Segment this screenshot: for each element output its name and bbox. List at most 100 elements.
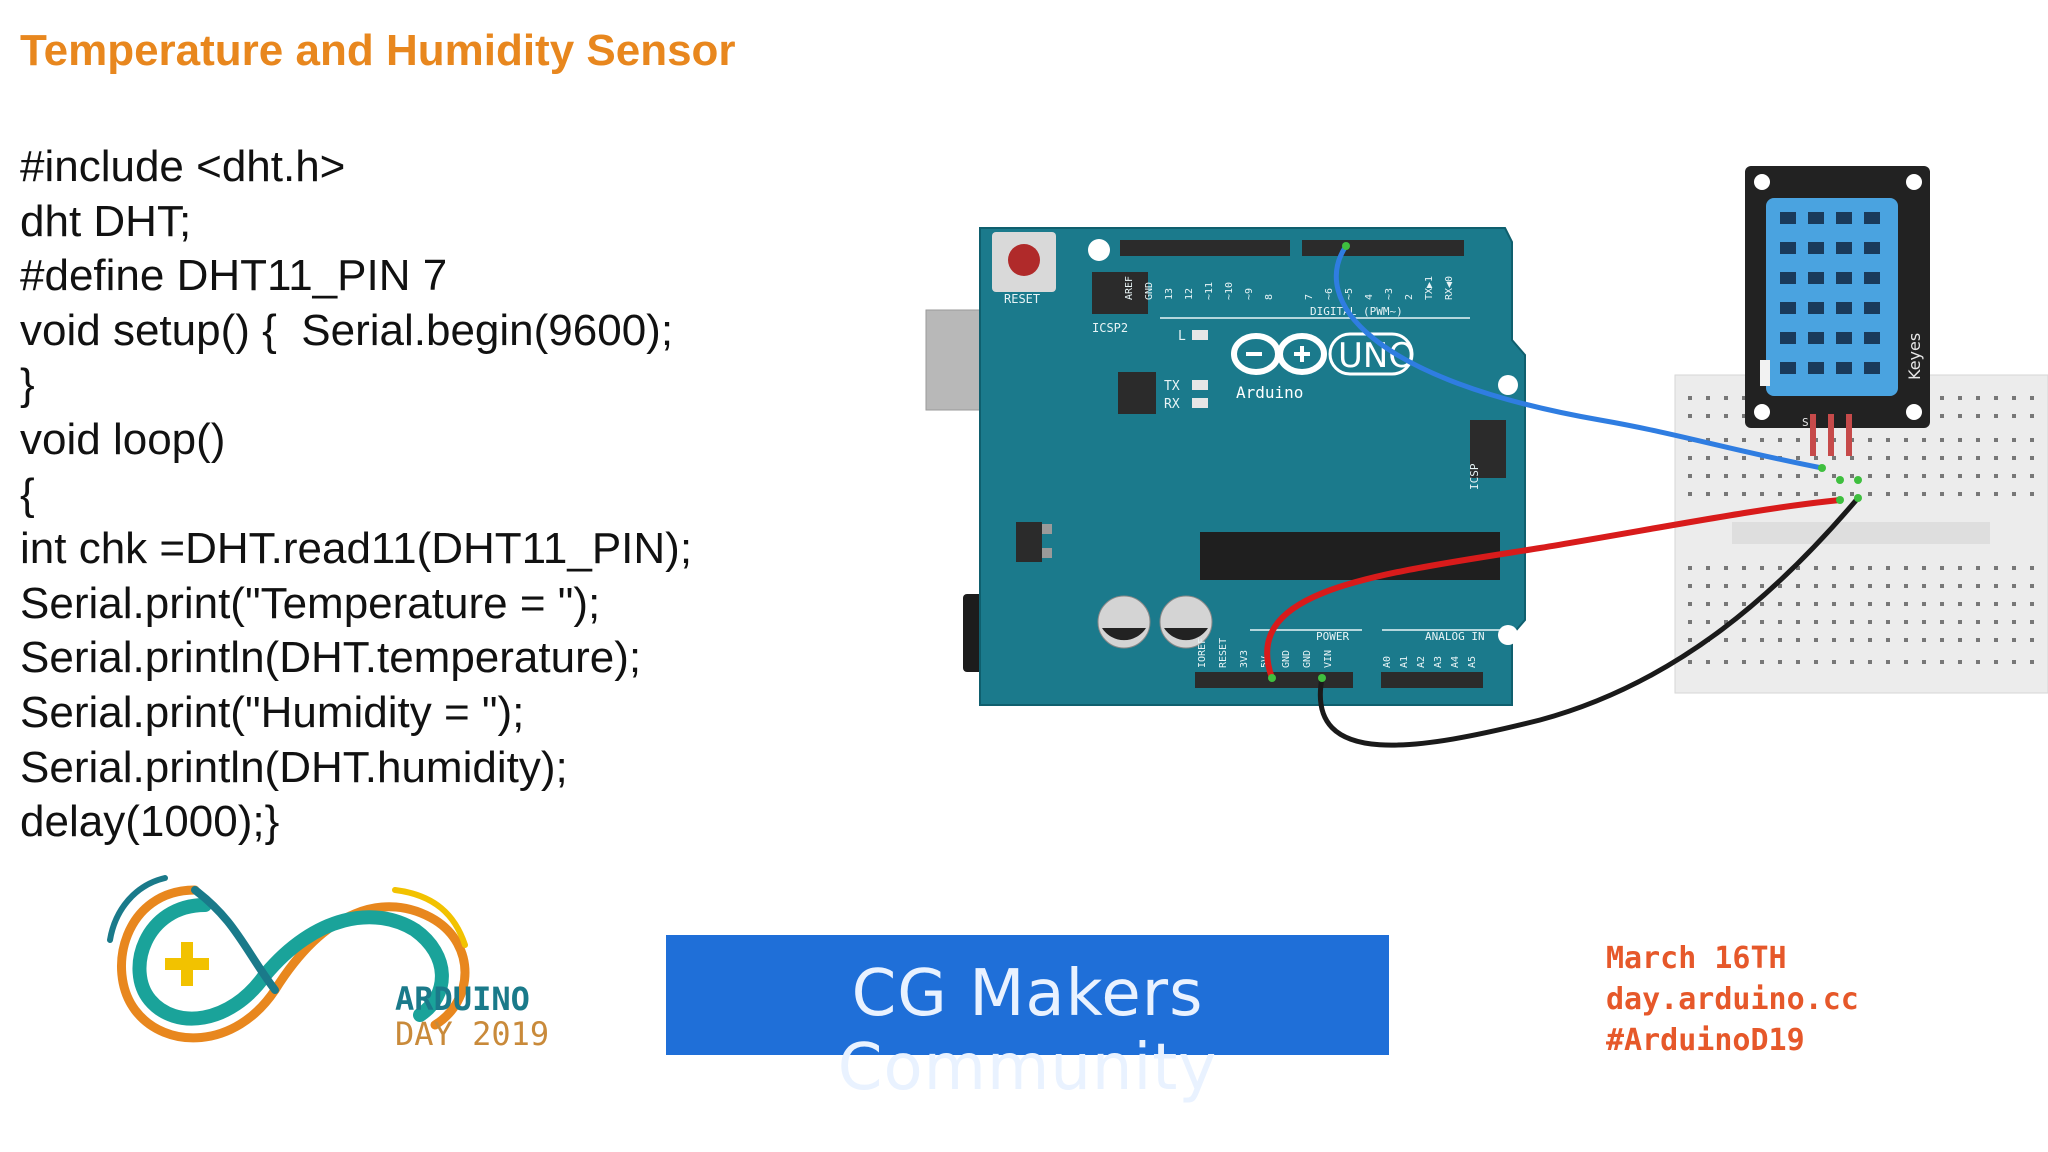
code-line: int chk =DHT.read11(DHT11_PIN); — [20, 524, 693, 574]
breadboard-hole — [1850, 602, 1854, 606]
breadboard-hole — [1976, 660, 1980, 664]
breadboard-hole — [1814, 660, 1818, 664]
breadboard-hole — [1706, 438, 1710, 442]
breadboard-hole — [1886, 492, 1890, 496]
logo-line2: DAY 2019 — [395, 1015, 549, 1053]
breadboard-hole — [1724, 620, 1728, 624]
breadboard-hole — [1706, 584, 1710, 588]
breadboard-hole — [1994, 660, 1998, 664]
sensor-grille-slot — [1808, 362, 1824, 374]
breadboard-hole — [1796, 438, 1800, 442]
sensor-pin-label: S — [1802, 416, 1809, 429]
ground-wire — [1317, 495, 1861, 748]
breadboard-hole — [2012, 638, 2016, 642]
breadboard-hole — [1994, 396, 1998, 400]
code-line: Serial.print("Temperature = "); — [20, 578, 601, 628]
breadboard-hole — [1922, 474, 1926, 478]
breadboard-hole — [1868, 638, 1872, 642]
code-line: { — [20, 469, 35, 519]
pin-label: ~10 — [1224, 282, 1235, 300]
breadboard-hole — [1742, 660, 1746, 664]
breadboard-hole — [1706, 492, 1710, 496]
breadboard-hole — [1940, 396, 1944, 400]
breadboard-hole — [1940, 438, 1944, 442]
breadboard-hole — [2012, 620, 2016, 624]
breadboard-hole — [1976, 456, 1980, 460]
breadboard-hole — [1760, 474, 1764, 478]
pin-label: ~6 — [1324, 288, 1335, 300]
breadboard-hole — [1688, 602, 1692, 606]
breadboard-hole — [1724, 438, 1728, 442]
breadboard-hole — [1940, 660, 1944, 664]
breadboard-hole — [1958, 620, 1962, 624]
code-line: #include <dht.h> — [20, 142, 346, 191]
breadboard-hole — [1760, 602, 1764, 606]
pin-label: ~11 — [1204, 282, 1215, 300]
breadboard-hole — [1832, 566, 1836, 570]
breadboard-hole — [1994, 414, 1998, 418]
breadboard-hole — [1688, 456, 1692, 460]
breadboard-hole — [2030, 396, 2034, 400]
code-line: dht DHT; — [20, 196, 192, 246]
breadboard-hole — [1832, 638, 1836, 642]
sensor-grille-slot — [1836, 302, 1852, 314]
sensor-grille-slot — [1836, 212, 1852, 224]
analog-label: ANALOG IN — [1425, 630, 1485, 643]
breadboard-hole — [1904, 492, 1908, 496]
breadboard-hole — [2030, 620, 2034, 624]
pin-label: 2 — [1404, 294, 1415, 300]
board-brand-label: Arduino — [1236, 383, 1303, 402]
breadboard-hole — [1814, 602, 1818, 606]
pin-label: GND — [1281, 650, 1292, 668]
breadboard-hole — [1742, 414, 1746, 418]
breadboard-hole — [1742, 638, 1746, 642]
breadboard-hole — [1940, 456, 1944, 460]
breadboard-hole — [2030, 492, 2034, 496]
sensor-grille-slot — [1780, 272, 1796, 284]
breadboard-hole — [1778, 474, 1782, 478]
breadboard-hole — [1922, 438, 1926, 442]
breadboard-hole — [1778, 638, 1782, 642]
breadboard-hole — [1796, 456, 1800, 460]
breadboard-hole — [1688, 414, 1692, 418]
code-line: Serial.println(DHT.temperature); — [20, 633, 642, 683]
breadboard-hole — [1868, 660, 1872, 664]
arduino-board-logo — [1231, 333, 1327, 375]
breadboard-hole — [1958, 456, 1962, 460]
sensor-grille-slot — [1864, 332, 1880, 344]
breadboard-hole — [1868, 456, 1872, 460]
breadboard-hole — [1922, 566, 1926, 570]
analog-header — [1381, 672, 1483, 688]
breadboard-hole — [1742, 474, 1746, 478]
breadboard-hole — [1958, 438, 1962, 442]
breadboard-hole — [1706, 414, 1710, 418]
breadboard-hole — [2012, 438, 2016, 442]
breadboard-hole — [1958, 414, 1962, 418]
breadboard-hole — [1832, 620, 1836, 624]
breadboard-hole — [1778, 566, 1782, 570]
pin-label: 4 — [1364, 294, 1375, 300]
breadboard-hole — [1922, 492, 1926, 496]
breadboard-hole — [1958, 492, 1962, 496]
page-title: Temperature and Humidity Sensor — [20, 26, 736, 75]
breadboard-hole — [2030, 414, 2034, 418]
breadboard-hole — [1778, 584, 1782, 588]
breadboard-hole — [1832, 660, 1836, 664]
breadboard-hole — [1724, 638, 1728, 642]
sensor-grille-slot — [1808, 302, 1824, 314]
breadboard-hole — [2030, 566, 2034, 570]
breadboard-hole — [1760, 456, 1764, 460]
digital-header-left — [1120, 240, 1290, 256]
sensor-grille — [1780, 212, 1880, 374]
breadboard-hole — [1868, 620, 1872, 624]
breadboard-hole — [1706, 566, 1710, 570]
breadboard-hole — [1958, 602, 1962, 606]
breadboard-hole — [1976, 602, 1980, 606]
breadboard-hole — [1688, 584, 1692, 588]
breadboard-hole — [1850, 566, 1854, 570]
breadboard-hole — [1742, 566, 1746, 570]
breadboard-hole — [1778, 438, 1782, 442]
breadboard-hole — [1796, 474, 1800, 478]
breadboard-hole — [1994, 602, 1998, 606]
